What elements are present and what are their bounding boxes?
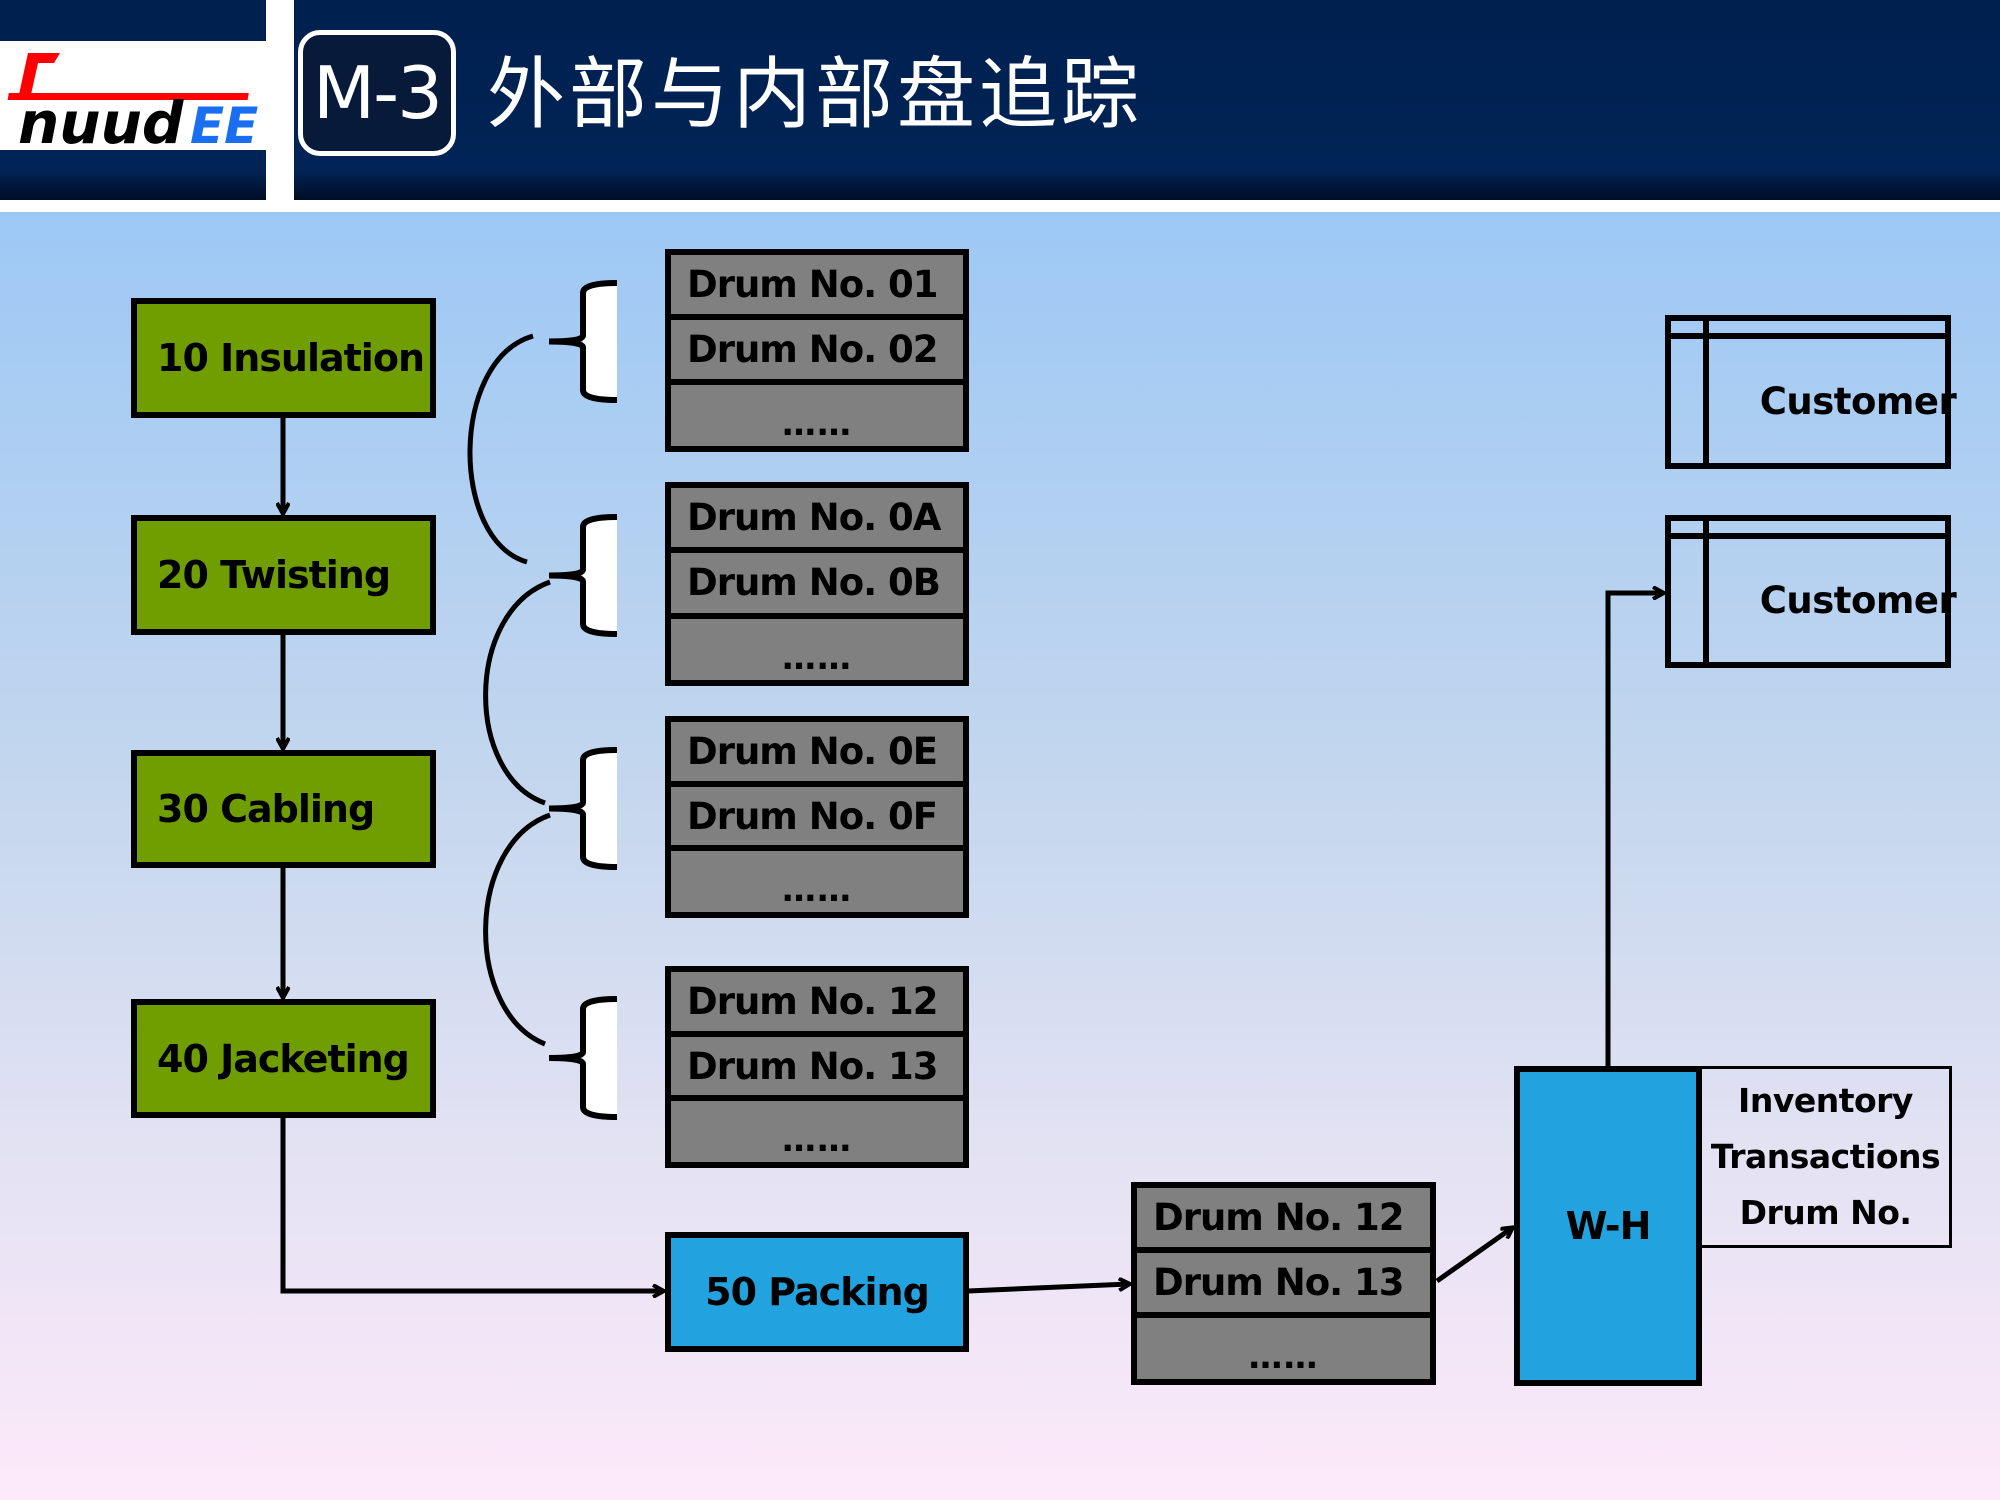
drum-row-ellipsis: …… [1248,1337,1319,1377]
drum-row: Drum No. 12 [1137,1188,1430,1253]
customer-box-1[interactable]: Customer [1665,315,1957,469]
process-step-jacketing[interactable]: 40 Jacketing [131,999,436,1118]
drum-row: Drum No. 13 [671,1037,963,1102]
drum-row: Drum No. 0B [671,553,963,619]
process-step-cabling[interactable]: 30 Cabling [131,750,436,868]
arrow-jacketing-to-packing [280,1117,663,1291]
arrow-packing-to-drums [967,1284,1129,1294]
brace-fill [583,753,617,864]
drum-row-ellipsis: …… [782,637,852,678]
brace-fill [583,286,617,397]
drum-group-jacketing: Drum No. 12 Drum No. 13 …… [665,966,969,1168]
logo-panel: nuud EE [0,0,266,200]
logo: nuud EE [0,41,266,157]
curly-brace-1 [548,280,618,403]
company-logo-icon: nuud EE [7,53,258,157]
section-badge: M-3 [298,30,456,156]
arrow-warehouse-to-customer [1605,593,1663,1066]
logo-text: nuud [18,89,184,150]
arrow-drums-to-warehouse [1435,1228,1512,1284]
customer-header-line [1671,333,1945,339]
drum-row-ellipsis: …… [782,1120,852,1161]
process-step-twisting[interactable]: 20 Twisting [131,515,436,635]
process-step-insulation[interactable]: 10 Insulation [131,298,436,418]
trace-arc-1 [467,333,534,565]
drum-row: Drum No. 0E [671,722,963,787]
curly-brace-3 [548,747,618,870]
drum-row: Drum No. 0F [671,787,963,852]
drum-group-cabling: Drum No. 0E Drum No. 0F …… [665,716,969,918]
curly-brace-2 [548,514,618,637]
process-step-packing[interactable]: 50 Packing [665,1232,969,1352]
svg-text:EE: EE [190,97,258,150]
customer-side-line [1703,521,1709,662]
trace-arc-3 [483,812,551,1047]
drum-row: Drum No. 12 [671,972,963,1037]
title-panel [294,0,2000,200]
drum-group-packed: Drum No. 12 Drum No. 13 …… [1131,1182,1436,1385]
customer-header-line [1671,533,1945,539]
curly-brace-4 [548,996,618,1120]
brace-fill [583,520,617,631]
drum-row: Drum No. 13 [1137,1253,1430,1318]
drum-row: Drum No. 01 [671,255,963,320]
drum-row-ellipsis: …… [782,870,852,911]
drum-group-insulation: Drum No. 01 Drum No. 02 …… [665,249,969,452]
drum-row-ellipsis: …… [782,404,852,444]
warehouse-box[interactable]: W-H [1514,1066,1702,1386]
customer-side-line [1703,321,1709,463]
drum-row: Drum No. 0A [671,488,963,554]
drum-row: Drum No. 02 [671,320,963,385]
brace-fill [583,1002,617,1114]
inventory-note: Inventory Transactions Drum No. [1702,1066,1952,1248]
trace-arc-2 [483,579,551,806]
page-title: 外部与内部盘追踪 [487,50,1144,140]
drum-group-twisting: Drum No. 0A Drum No. 0B …… [665,482,969,686]
customer-box-2[interactable]: Customer [1665,515,1957,668]
